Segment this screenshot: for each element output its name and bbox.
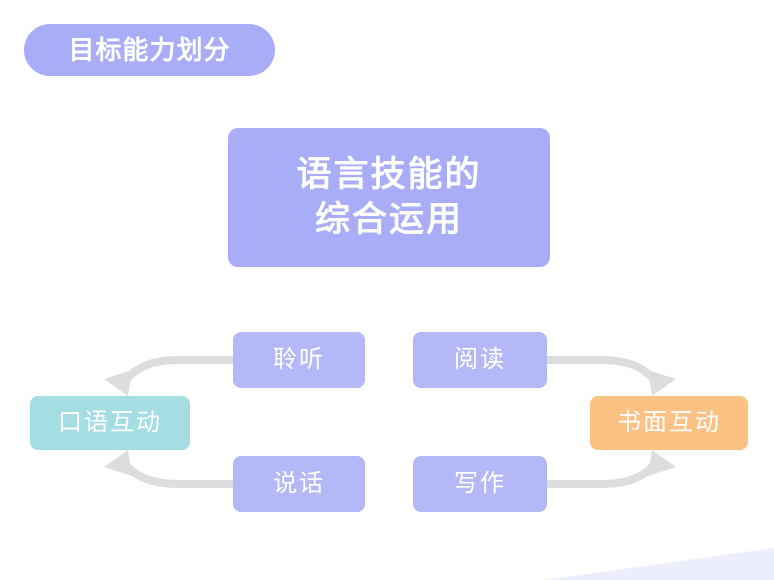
arrow-speaking-to-oral: [104, 450, 237, 488]
node-oral-interaction-label: 口语互动: [58, 409, 162, 436]
node-written-interaction-label: 书面互动: [617, 409, 721, 436]
node-written-interaction[interactable]: 书面互动: [590, 396, 748, 450]
corner-wedge-decoration: [484, 540, 774, 580]
node-oral-interaction[interactable]: 口语互动: [30, 396, 190, 450]
section-header-pill: 目标能力划分: [24, 24, 275, 76]
node-reading[interactable]: 阅读: [413, 332, 547, 388]
main-title-line-1: 语言技能的: [296, 154, 482, 194]
node-speaking-label: 说话: [273, 470, 325, 497]
main-title-line-2: 综合运用: [314, 199, 463, 239]
arrow-reading-to-written: [543, 356, 676, 396]
node-listening-label: 聆听: [273, 346, 325, 373]
arrow-listening-to-oral: [104, 356, 237, 396]
node-writing-label: 写作: [454, 470, 506, 497]
node-speaking[interactable]: 说话: [233, 456, 365, 512]
node-reading-label: 阅读: [454, 346, 506, 373]
node-listening[interactable]: 聆听: [233, 332, 365, 388]
main-title-card: 语言技能的 综合运用: [228, 128, 550, 267]
section-header-label: 目标能力划分: [68, 35, 231, 65]
arrow-writing-to-written: [543, 450, 676, 488]
node-writing[interactable]: 写作: [413, 456, 547, 512]
